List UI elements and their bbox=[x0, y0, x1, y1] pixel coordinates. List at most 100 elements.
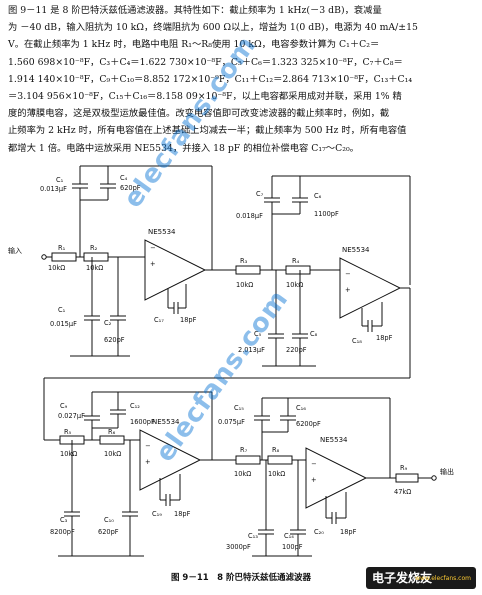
label-u1: NE5534 bbox=[148, 228, 176, 236]
label-c16-value: 6200pF bbox=[296, 420, 321, 428]
description-line: 1.914 140×10⁻⁸F，C₉＋C₁₀＝8.852 172×10⁻⁹F，C… bbox=[8, 73, 413, 85]
label-c20: C₂₀ bbox=[314, 528, 324, 536]
component-labels: 输入 输出 C₁ 0.013μF C₄ 620pF R₁ 10kΩ R₂ 10k… bbox=[8, 174, 454, 551]
label-c18: C₁₈ bbox=[352, 337, 362, 345]
svg-text:+: + bbox=[311, 476, 317, 484]
resistor-r7 bbox=[235, 455, 261, 465]
resistor-r8 bbox=[267, 455, 293, 465]
label-c20-value: 18pF bbox=[340, 528, 357, 536]
description-line: V。在截止频率为 1 kHz 时，电路中电阻 R₁～R₈使用 10 kΩ，电容参… bbox=[8, 39, 380, 51]
label-r3-value: 10kΩ bbox=[236, 281, 253, 289]
label-r7-value: 10kΩ bbox=[234, 470, 251, 478]
label-c1: C₁ bbox=[56, 176, 64, 184]
label-c13-value: 3000pF bbox=[226, 543, 251, 551]
label-c9: C₉ bbox=[60, 402, 68, 410]
label-r4: R₄ bbox=[292, 257, 300, 265]
label-c16: C₁₆ bbox=[296, 404, 306, 412]
resistor-r3 bbox=[235, 265, 261, 275]
label-c12: C₁₂ bbox=[130, 402, 140, 410]
description-line: 度的薄膜电容，这是双极型运放最佳值。改变电容值即可改变滤波器的截止频率时，例如，… bbox=[8, 108, 390, 120]
label-c8: C₈ bbox=[310, 330, 318, 338]
site-logo: 电子发烧友 www.elecfans.com bbox=[366, 567, 476, 589]
logo-text: 电子发烧友 bbox=[372, 571, 433, 585]
label-c17: C₁₇ bbox=[154, 316, 164, 324]
logo-url: www.elecfans.com bbox=[415, 575, 471, 582]
label-c8-value: 220pF bbox=[286, 346, 307, 354]
label-c15-value: 0.075μF bbox=[218, 418, 245, 426]
input-terminal bbox=[41, 254, 47, 260]
label-c12-value: 1600pF bbox=[130, 418, 155, 426]
label-r6: R₆ bbox=[108, 428, 116, 436]
label-c6-value: 1100pF bbox=[314, 210, 339, 218]
svg-text:+: + bbox=[145, 458, 151, 466]
resistor-r2 bbox=[83, 252, 109, 262]
label-c15: C₁₅ bbox=[234, 404, 244, 412]
stage-1: − + bbox=[41, 165, 230, 357]
label-r9: R₉ bbox=[400, 464, 408, 472]
label-r4-value: 10kΩ bbox=[286, 281, 303, 289]
label-c5: C₅ bbox=[254, 330, 262, 338]
svg-text:−: − bbox=[345, 270, 351, 278]
svg-text:−: − bbox=[311, 460, 317, 468]
label-r8-value: 10kΩ bbox=[268, 470, 285, 478]
opamp-minus: − bbox=[150, 244, 156, 252]
label-cb1-value: 0.015μF bbox=[50, 320, 77, 328]
label-c4: C₄ bbox=[120, 174, 128, 182]
resistor-r9 bbox=[395, 473, 419, 483]
label-c7-value: 0.018μF bbox=[236, 212, 263, 220]
label-c1-value: 0.013μF bbox=[40, 185, 67, 193]
label-r1-value: 10kΩ bbox=[48, 264, 65, 272]
description-line: 止频率为 2 kHz 时，所有电容值在上述基础上均减去一半；截止频率为 500 … bbox=[8, 125, 407, 137]
label-c14: C₁₄ bbox=[284, 532, 294, 540]
label-r7: R₇ bbox=[240, 446, 248, 454]
opamp-plus: + bbox=[150, 260, 156, 268]
stage-3: − + bbox=[43, 378, 230, 557]
description-line: 1.560 698×10⁻⁸F，C₃＋C₄＝1.622 730×10⁻⁸F，C₅… bbox=[8, 56, 403, 68]
label-c6: C₆ bbox=[314, 192, 322, 200]
label-r2-value: 10kΩ bbox=[86, 264, 103, 272]
opamp-u2 bbox=[339, 257, 402, 319]
label-u2: NE5534 bbox=[342, 246, 370, 254]
input-label: 输入 bbox=[8, 246, 22, 255]
label-u3: NE5534 bbox=[152, 418, 180, 426]
label-c9-value: 0.027μF bbox=[58, 412, 85, 420]
label-r6-value: 10kΩ bbox=[104, 450, 121, 458]
description-line: 为 －40 dB，输入阻抗为 10 kΩ，终端阻抗为 600 Ω以上，增益为 1… bbox=[8, 22, 418, 34]
label-r3: R₃ bbox=[240, 257, 248, 265]
stage-2: − + bbox=[44, 175, 411, 379]
label-c13: C₁₃ bbox=[248, 532, 258, 540]
label-r9-value: 47kΩ bbox=[394, 488, 411, 496]
stage-4: − + bbox=[230, 397, 437, 557]
figure-caption: 图 9－11 8 阶巴特沃兹低通滤波器 bbox=[170, 573, 312, 583]
description-line: ＝3.104 956×10⁻⁸F，C₁₅＋C₁₆＝8.158 09×10⁻⁸F，… bbox=[8, 91, 402, 103]
description-paragraph: 图 9－11 是 8 阶巴特沃兹低通滤波器。其特性如下：截止频率为 1 kHz(… bbox=[8, 2, 476, 157]
label-u4: NE5534 bbox=[320, 436, 348, 444]
output-label: 输出 bbox=[440, 467, 454, 476]
output-terminal bbox=[431, 475, 437, 481]
label-r2: R₂ bbox=[90, 244, 98, 252]
label-r8: R₈ bbox=[272, 446, 280, 454]
resistor-r4 bbox=[285, 265, 311, 275]
label-c10-value: 620pF bbox=[98, 528, 119, 536]
label-c4-value: 620pF bbox=[120, 184, 141, 192]
label-c19: C₁₉ bbox=[152, 510, 162, 518]
resistor-r6 bbox=[99, 435, 125, 445]
label-c14-value: 100pF bbox=[282, 543, 303, 551]
label-c5-value: 2.013μF bbox=[238, 346, 265, 354]
svg-text:+: + bbox=[345, 286, 351, 294]
resistor-r1 bbox=[51, 252, 77, 262]
label-c18-value: 18pF bbox=[376, 334, 393, 342]
description-line: 都增大 1 倍。电路中运放采用 NE5534，并接入 18 pF 的相位补偿电容… bbox=[8, 142, 359, 154]
label-c2-value: 620pF bbox=[104, 336, 125, 344]
label-r1: R₁ bbox=[58, 244, 66, 252]
label-c17-value: 18pF bbox=[180, 316, 197, 324]
label-c2: C₂ bbox=[104, 319, 112, 327]
label-cb1: C₁ bbox=[58, 306, 66, 314]
label-c7: C₇ bbox=[256, 190, 264, 198]
label-c3: C₃ bbox=[60, 516, 68, 524]
opamp-u3 bbox=[139, 429, 202, 491]
opamp-u4 bbox=[305, 447, 368, 509]
description-line: 图 9－11 是 8 阶巴特沃兹低通滤波器。其特性如下：截止频率为 1 kHz(… bbox=[8, 5, 382, 16]
label-r5-value: 10kΩ bbox=[60, 450, 77, 458]
